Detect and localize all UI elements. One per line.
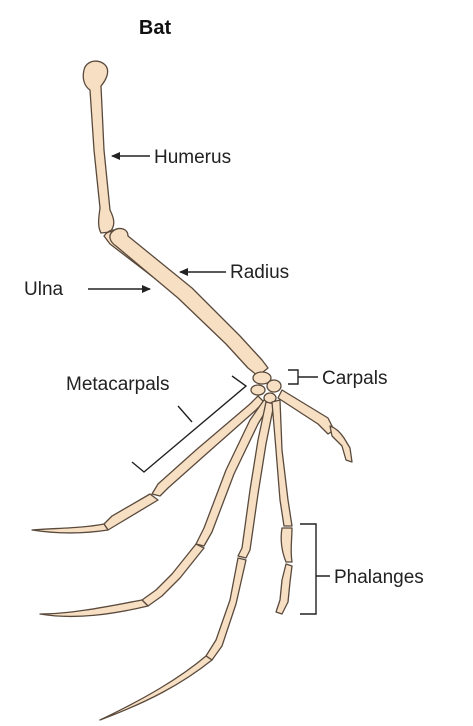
radius-label: Radius	[230, 262, 289, 283]
metacarpal-bone	[272, 400, 292, 526]
metacarpals-label: Metacarpals	[66, 374, 170, 395]
phalanx-bone	[104, 494, 158, 530]
phalanx-bone	[32, 524, 108, 533]
carpals-bracket	[288, 370, 318, 384]
ulna-label: Ulna	[24, 279, 64, 300]
carpal-bone	[251, 385, 265, 395]
thumb-phalanx	[330, 426, 352, 462]
phalanx-bone	[142, 544, 204, 606]
carpal-bone	[267, 380, 281, 392]
phalanx-bone	[206, 558, 246, 660]
thumb-metacarpal	[278, 390, 334, 434]
radius-bone	[110, 229, 268, 376]
humerus-label: Humerus	[154, 147, 231, 168]
phalanges-label: Phalanges	[334, 567, 424, 588]
digit-5	[272, 400, 292, 614]
diagram-title: Bat	[139, 17, 172, 39]
phalanx-bone	[281, 528, 292, 562]
phalanx-bone	[276, 564, 292, 614]
carpals-label: Carpals	[322, 368, 387, 389]
humerus-bone	[83, 61, 114, 233]
phalanges-bracket	[300, 524, 330, 614]
phalanx-bone	[40, 600, 148, 616]
phalanx-bone	[100, 656, 212, 720]
thumb-digit	[278, 390, 352, 462]
labels-layer: Humerus Radius Ulna Carpals Metacarpals …	[24, 147, 424, 614]
